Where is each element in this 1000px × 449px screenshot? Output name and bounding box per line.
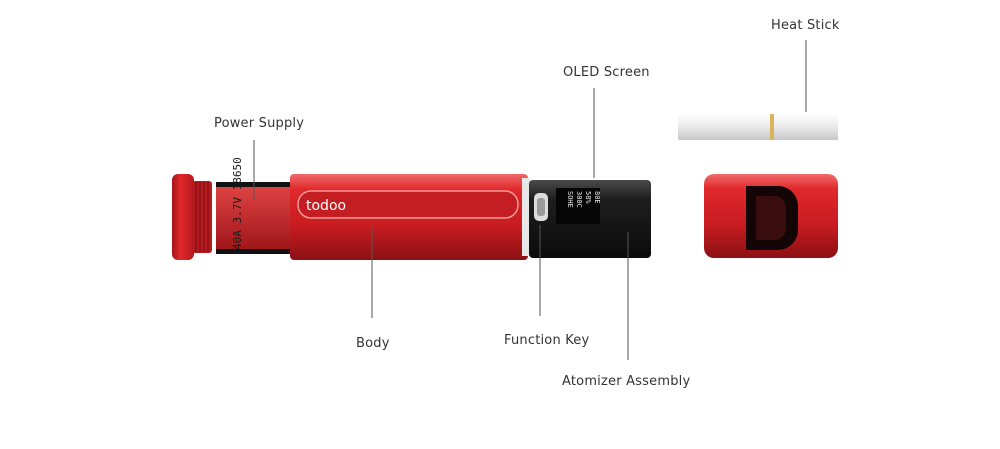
label-function-key: Function Key xyxy=(504,333,590,348)
label-heat-stick: Heat Stick xyxy=(771,18,840,33)
bottom-cap xyxy=(172,174,212,260)
oled-line-2: 300C xyxy=(575,191,583,208)
atomizer-section: SOHE 300C 58% 80E xyxy=(529,180,651,258)
brand-logo: todoo xyxy=(306,198,346,214)
label-atomizer-assembly: Atomizer Assembly xyxy=(562,374,691,389)
oled-screen: SOHE 300C 58% 80E xyxy=(556,188,601,224)
heat-stick xyxy=(678,114,838,140)
oled-line-3: 58% xyxy=(584,191,592,204)
leader-lines xyxy=(253,40,807,360)
device-body: todoo xyxy=(290,174,530,260)
top-cap xyxy=(704,174,838,258)
oled-line-1: SOHE xyxy=(566,191,574,208)
label-power-supply: Power Supply xyxy=(214,116,305,131)
battery-print: 40A 3.7V 18650 xyxy=(231,157,244,250)
label-body: Body xyxy=(356,336,390,351)
battery: 40A 3.7V 18650 xyxy=(216,157,294,254)
label-oled-screen: OLED Screen xyxy=(563,65,650,80)
oled-line-4: 80E xyxy=(593,191,601,204)
